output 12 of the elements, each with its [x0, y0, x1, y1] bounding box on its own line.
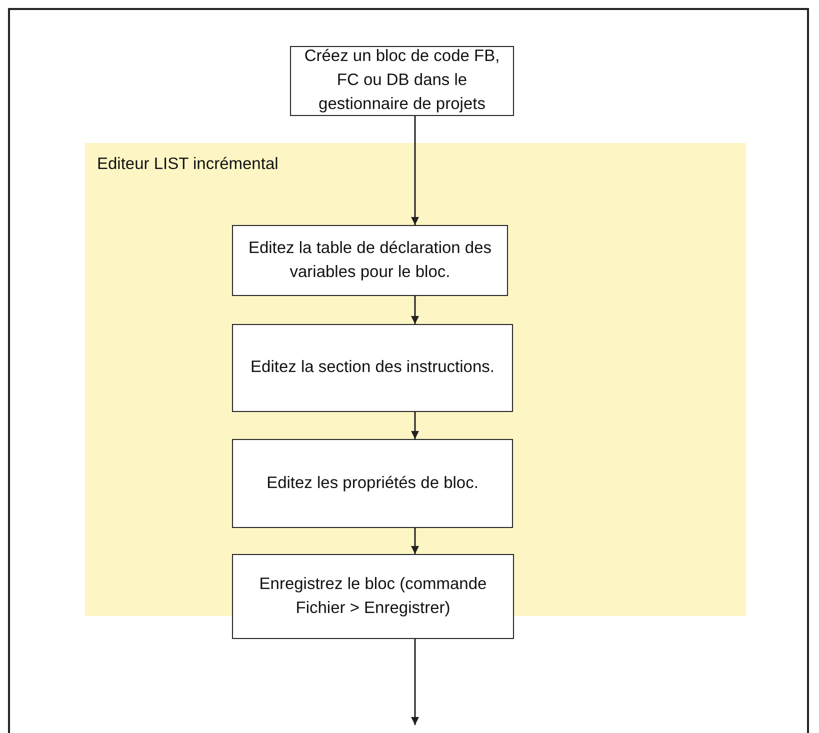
process-box: Editez les propriétés de bloc.: [232, 439, 513, 528]
group-band: [85, 143, 746, 616]
group-heading: Editeur LIST incrémental: [97, 155, 278, 174]
process-box: Créez un bloc de code FB, FC ou DB dans le gestionnaire de projets: [290, 46, 514, 116]
arrow: [411, 116, 419, 225]
arrow: [411, 639, 419, 725]
arrow: [411, 528, 419, 554]
arrow: [411, 296, 419, 324]
process-box: Editez la section des instructions.: [232, 324, 513, 412]
process-box: Editez la table de déclaration des variables pour le bloc.: [232, 225, 508, 296]
arrow: [411, 412, 419, 439]
process-box: Enregistrez le bloc (commande Fichier > Enregistrer): [232, 554, 514, 639]
